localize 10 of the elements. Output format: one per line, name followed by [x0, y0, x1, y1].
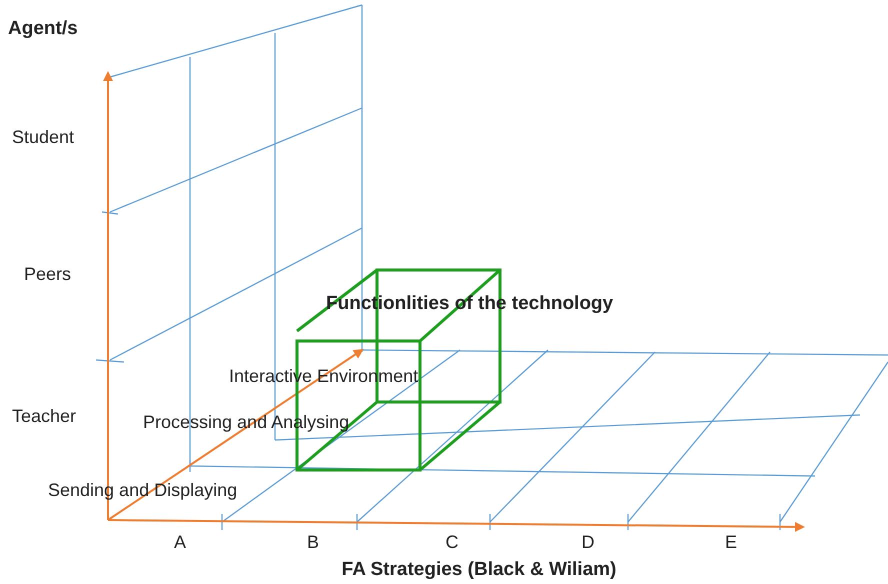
- tick-label: E: [725, 531, 737, 553]
- axis-label: Student: [12, 126, 74, 148]
- tick-label: A: [174, 531, 186, 553]
- tick-label: B: [307, 531, 319, 553]
- axis-title: FA Strategies (Black & Wiliam): [342, 559, 616, 581]
- tick-label: C: [446, 531, 458, 553]
- axis-label: Teacher: [12, 405, 76, 427]
- tick-label: D: [582, 531, 594, 553]
- axis-title: Agent/s: [8, 18, 78, 40]
- axis-label: Peers: [24, 263, 72, 285]
